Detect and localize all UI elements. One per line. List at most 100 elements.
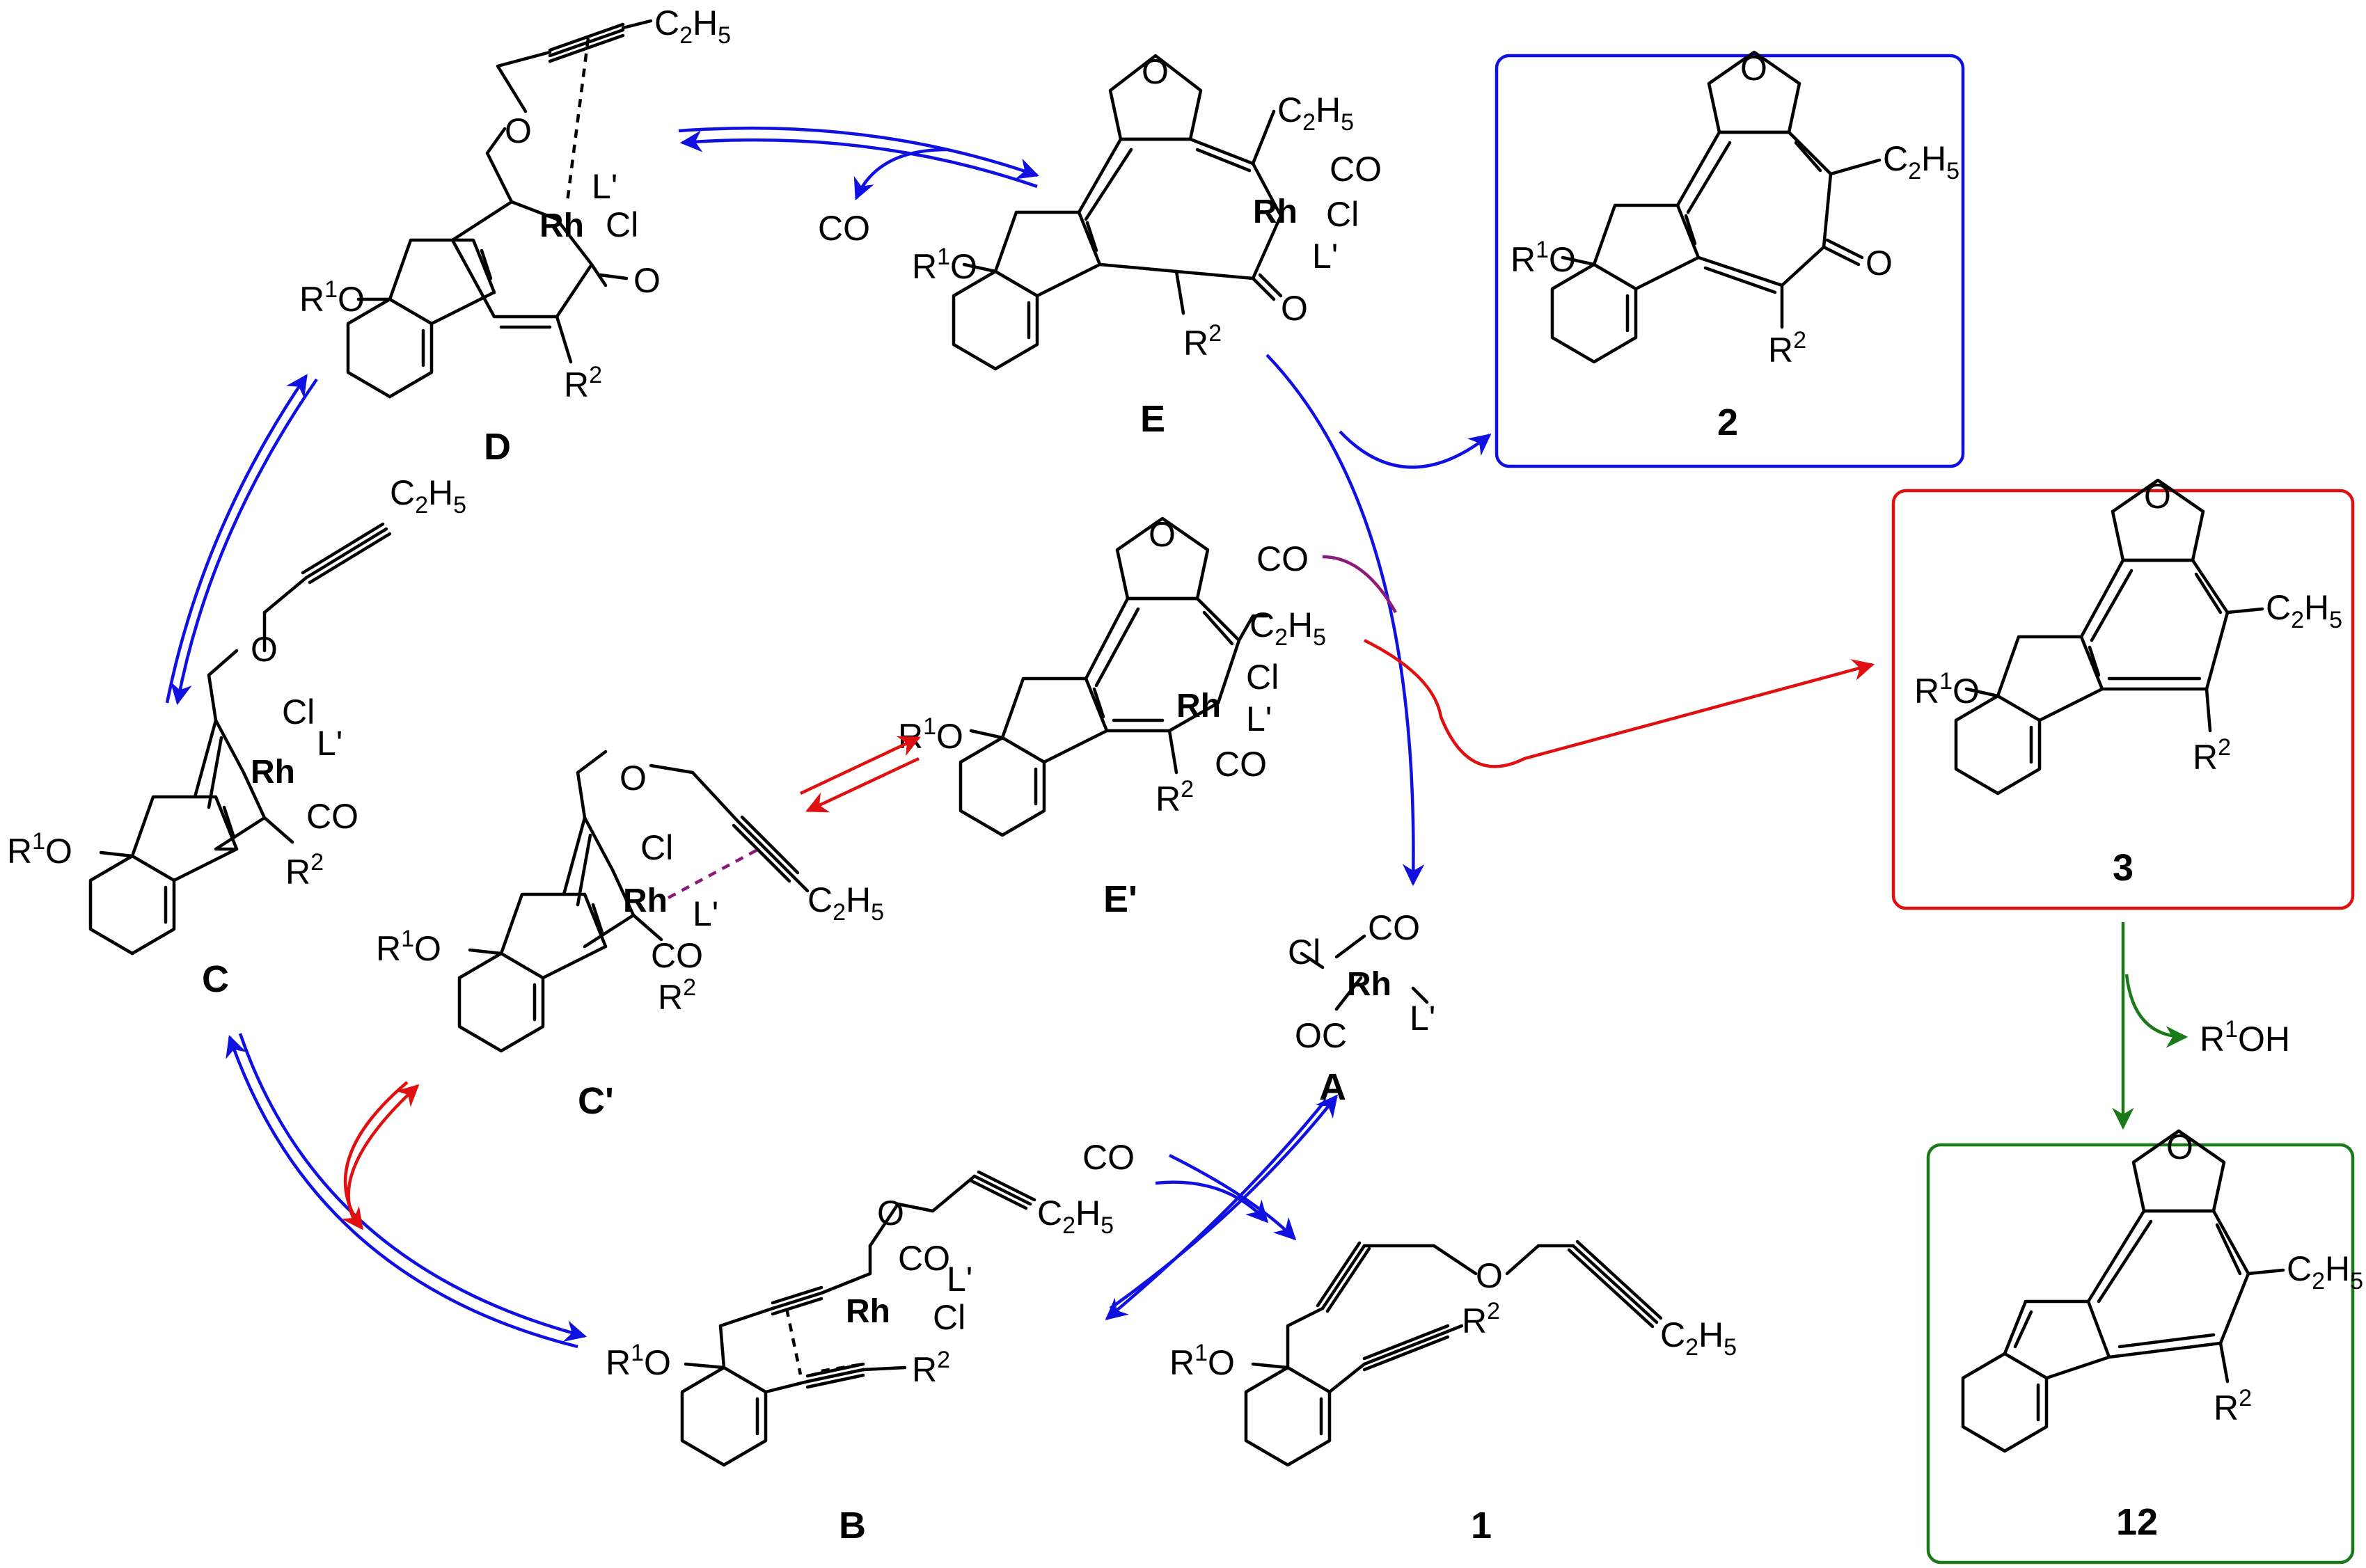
C-R2: R2 (285, 849, 324, 892)
label-1-visible: 1 (1471, 1505, 1492, 1546)
label-B: B (839, 1505, 866, 1546)
3-C2H5: C2H5 (2266, 588, 2342, 633)
label-12: 12 (2116, 1501, 2158, 1543)
product-box-2 (1494, 54, 1965, 468)
D-O-ketone: O (633, 261, 661, 300)
C-prime-R1O: R1O (376, 926, 441, 968)
2-R1O: R1O (1511, 237, 1576, 279)
arrow-co-insertion: CO (1256, 539, 1397, 614)
1-R2: R2 (1462, 1298, 1500, 1340)
C-prime-R2: R2 (658, 974, 696, 1017)
A-Cl: Cl (1288, 933, 1320, 972)
arrow-D-E: CO (678, 126, 1039, 248)
E-prime-L: L' (1246, 699, 1272, 738)
C-Rh: Rh (251, 754, 295, 791)
E-CO: CO (1330, 150, 1382, 189)
E-C2H5: C2H5 (1277, 90, 1354, 136)
label-3: 3 (2113, 847, 2134, 889)
label-2: 2 (1717, 402, 1738, 443)
C-L: L' (317, 724, 342, 763)
compound-12: O C2H5 R2 12 (1961, 1127, 2363, 1543)
E-prime-R1O: R1O (898, 713, 963, 756)
D-O-ether: O (505, 111, 532, 150)
A-Rh: Rh (1347, 966, 1391, 1003)
A-CO: CO (1368, 908, 1420, 947)
D-C2H5: C2H5 (654, 3, 731, 49)
E-prime-R2: R2 (1156, 776, 1194, 818)
C-R1O: R1O (7, 828, 72, 871)
D-Rh: Rh (539, 207, 584, 244)
B-R2: R2 (912, 1347, 950, 1389)
C-prime-L: L' (693, 894, 718, 933)
E-O-ring: O (1142, 52, 1169, 91)
1-R1O: R1O (1169, 1340, 1235, 1382)
C-O-ether: O (251, 630, 278, 669)
C-prime-Rh: Rh (623, 882, 668, 919)
2-O-ring: O (1740, 49, 1767, 88)
co-addition: CO (1256, 539, 1309, 578)
B-Cl: Cl (933, 1298, 965, 1337)
co-release-AB: CO (1082, 1138, 1135, 1177)
B-Rh: Rh (846, 1293, 890, 1330)
arrow-3-12: R1OH (2112, 922, 2290, 1130)
C-prime-CO: CO (651, 936, 703, 975)
label-D: D (484, 426, 511, 468)
E-Rh: Rh (1253, 193, 1298, 230)
A-OC: OC (1295, 1016, 1347, 1055)
co-release-DE: CO (818, 209, 870, 248)
E-prime-Rh: Rh (1176, 688, 1221, 724)
2-O-ketone: O (1866, 244, 1893, 283)
compound-2: O R1O C2H5 O R2 2 (1511, 49, 1959, 443)
B-C2H5: C2H5 (1037, 1194, 1114, 1239)
arrow-B-Cprime (341, 1081, 420, 1230)
C-Cl: Cl (282, 692, 315, 731)
label-C-prime: C' (578, 1080, 614, 1122)
C-prime-O-ether: O (620, 759, 647, 798)
compound-C-prime: O C2H5 R1O Rh Cl L' CO R2 C' (376, 750, 884, 1122)
arrow-C-D (165, 374, 318, 706)
label-E-prime: E' (1103, 878, 1137, 920)
E-R2: R2 (1183, 320, 1222, 363)
compound-A: Cl CO Rh OC L' A (1288, 908, 1435, 1108)
D-R2: R2 (564, 362, 602, 404)
C-prime-Cl: Cl (640, 828, 673, 867)
E-O-ketone: O (1281, 289, 1308, 328)
B-CO: CO (898, 1239, 950, 1278)
label-C: C (202, 958, 229, 1000)
compound-B: O C2H5 R1O Rh CO L' Cl R2 B (606, 1170, 1114, 1546)
E-Cl: Cl (1326, 195, 1359, 234)
D-L: L' (592, 167, 617, 206)
A-L: L' (1410, 999, 1435, 1038)
label-E: E (1140, 398, 1165, 440)
3-R2: R2 (2193, 734, 2231, 777)
E-L: L' (1312, 237, 1338, 276)
2-R2: R2 (1768, 327, 1806, 370)
B-O-ether: O (877, 1194, 904, 1233)
B-R1O: R1O (606, 1340, 671, 1382)
E-prime-O-ring: O (1149, 515, 1176, 554)
12-C2H5: C2H5 (2287, 1249, 2363, 1294)
B-L: L' (947, 1260, 972, 1299)
arrow-Cprime-Eprime (800, 736, 921, 813)
12-O-ring: O (2166, 1127, 2193, 1166)
compound-E: O R1O C2H5 Rh CO Cl L' O R2 E (912, 52, 1382, 440)
E-prime-CO: CO (1215, 745, 1267, 784)
3-R1O: R1O (1914, 668, 1980, 711)
1-C2H5: C2H5 (1660, 1315, 1737, 1361)
product-box-12 (1926, 1143, 2355, 1565)
E-R1O: R1O (912, 244, 977, 286)
arrow-E-A (1265, 354, 1492, 887)
E-prime-Cl: Cl (1246, 658, 1279, 697)
compound-3: O R1O C2H5 R2 3 (1914, 477, 2342, 889)
C-C2H5: C2H5 (390, 473, 466, 518)
2-C2H5: C2H5 (1883, 139, 1959, 184)
arrow-Eprime-3 (1363, 638, 1875, 768)
C-CO: CO (306, 797, 358, 836)
1-O-ether: O (1476, 1256, 1503, 1295)
3-O-ring: O (2144, 477, 2171, 516)
arrow-B-C (226, 1033, 587, 1349)
12-R2: R2 (2214, 1385, 2252, 1427)
r1oh-release: R1OH (2200, 1016, 2290, 1059)
C-prime-C2H5: C2H5 (807, 880, 884, 926)
